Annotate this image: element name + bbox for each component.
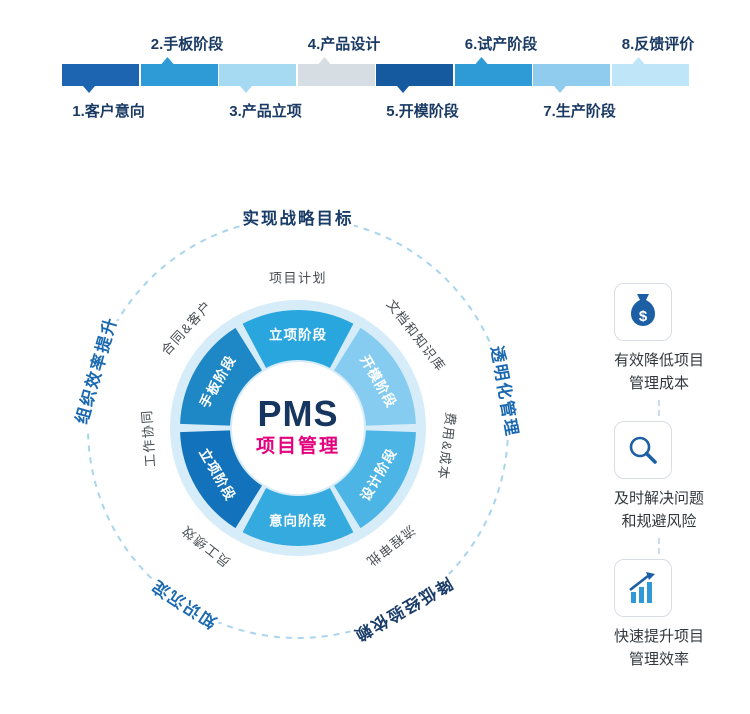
wheel-segment-top: [242, 309, 354, 368]
benefit-line: 管理成本: [628, 374, 689, 392]
process-stage-label-4: 4.产品设计: [307, 36, 381, 53]
process-segment-3: [219, 64, 296, 93]
process-segment-2: [140, 57, 218, 86]
process-segment-6: [454, 57, 532, 86]
outer-label-reduce-dependency: 降低经验依赖: [350, 574, 456, 647]
magnifier-glyph: [629, 436, 657, 464]
segment-label: 立项阶段: [269, 327, 327, 343]
outer-label-knowledge: 知识沉淀: [147, 576, 220, 633]
process-stage-label-5: 5.开模阶段: [386, 103, 459, 120]
process-segment-7: [533, 64, 610, 93]
benefit-line: 有效降低项目: [613, 352, 704, 369]
pms-title: PMS: [257, 393, 338, 434]
process-stage-label-8: 8.反馈评价: [621, 36, 695, 53]
process-stage-label-6: 6.试产阶段: [464, 36, 538, 53]
benefit-item-efficiency: 快速提升项目 管理效率: [613, 559, 704, 671]
ring-label-project-plan: 项目计划: [269, 271, 327, 286]
process-stage-label-7: 7.生产阶段: [543, 103, 616, 120]
process-segment-4: [297, 57, 375, 86]
bar-chart-icon: [613, 559, 672, 617]
process-stage-label-3: 3.产品立项: [229, 103, 302, 120]
benefit-line: 和规避风险: [621, 512, 697, 530]
segment-notch: [240, 86, 252, 93]
benefit-line: 及时解决问题: [613, 490, 704, 507]
segment-notch: [161, 57, 174, 64]
wheel-segment-lower-left: [180, 430, 262, 529]
magnifier-icon: [613, 421, 672, 479]
segment-notch: [397, 86, 409, 93]
process-segment-1: [62, 64, 139, 93]
benefit-item-risk: 及时解决问题 和规避风险: [613, 421, 704, 533]
process-stage-label-1: 1.客户意向: [72, 103, 145, 120]
dashed-connector: [658, 538, 660, 554]
dashed-circle: [87, 217, 509, 639]
dashed-connector: [658, 400, 660, 416]
benefit-text-risk: 及时解决问题 和规避风险: [614, 488, 704, 533]
outer-label-efficiency: 组织效率提升: [71, 314, 121, 426]
wheel-segment-upper-right: [334, 327, 416, 426]
segment-notch: [632, 57, 645, 64]
benefits-panel: $ 有效降低项目 管理成本 及时解决问题 和规避风险: [589, 283, 729, 671]
benefit-text-efficiency: 快速提升项目 管理效率: [614, 626, 704, 671]
ring-label-collaboration: 工作协同: [139, 409, 158, 468]
process-stage-label-2: 2.手板阶段: [150, 36, 224, 53]
process-segment-5: [376, 64, 453, 93]
svg-text:$: $: [639, 308, 648, 325]
benefit-item-cost: $ 有效降低项目 管理成本: [613, 283, 704, 395]
pms-subtitle: 项目管理: [256, 434, 340, 457]
segment-label: 意向阶段: [269, 513, 327, 529]
wheel-segments: [180, 309, 416, 547]
segment-notch: [554, 86, 566, 93]
process-bar: 1.客户意向 2.手板阶段 3.产品立项 4.产品设计 5.开模阶段 6.试产阶…: [0, 20, 750, 160]
benefit-text-cost: 有效降低项目 管理成本: [614, 350, 704, 395]
money-bag-glyph: $: [630, 294, 655, 326]
ring-label-cost: 费用&成本: [435, 412, 458, 481]
wheel-segment-bottom: [242, 488, 354, 547]
benefit-line: 快速提升项目: [613, 628, 704, 645]
wheel-segment-lower-right: [334, 430, 416, 529]
outer-label-strategy: 实现战略目标: [243, 208, 354, 228]
process-segment-8: [611, 57, 689, 86]
segment-notch: [83, 86, 95, 93]
benefit-line: 管理效率: [628, 650, 689, 668]
outer-label-transparency: 透明化管理: [487, 344, 523, 439]
segment-notch: [318, 57, 331, 64]
wheel-center-circle: [232, 362, 364, 494]
bar-chart-glyph: [629, 572, 655, 603]
money-bag-icon: $: [613, 283, 672, 341]
pms-wheel: 立项阶段 开模阶段 设计阶段 意向阶段 立项阶段 手板阶段 PMS 项目管理 项…: [68, 204, 527, 650]
wheel-segment-upper-left: [180, 327, 262, 426]
segment-notch: [475, 57, 488, 64]
